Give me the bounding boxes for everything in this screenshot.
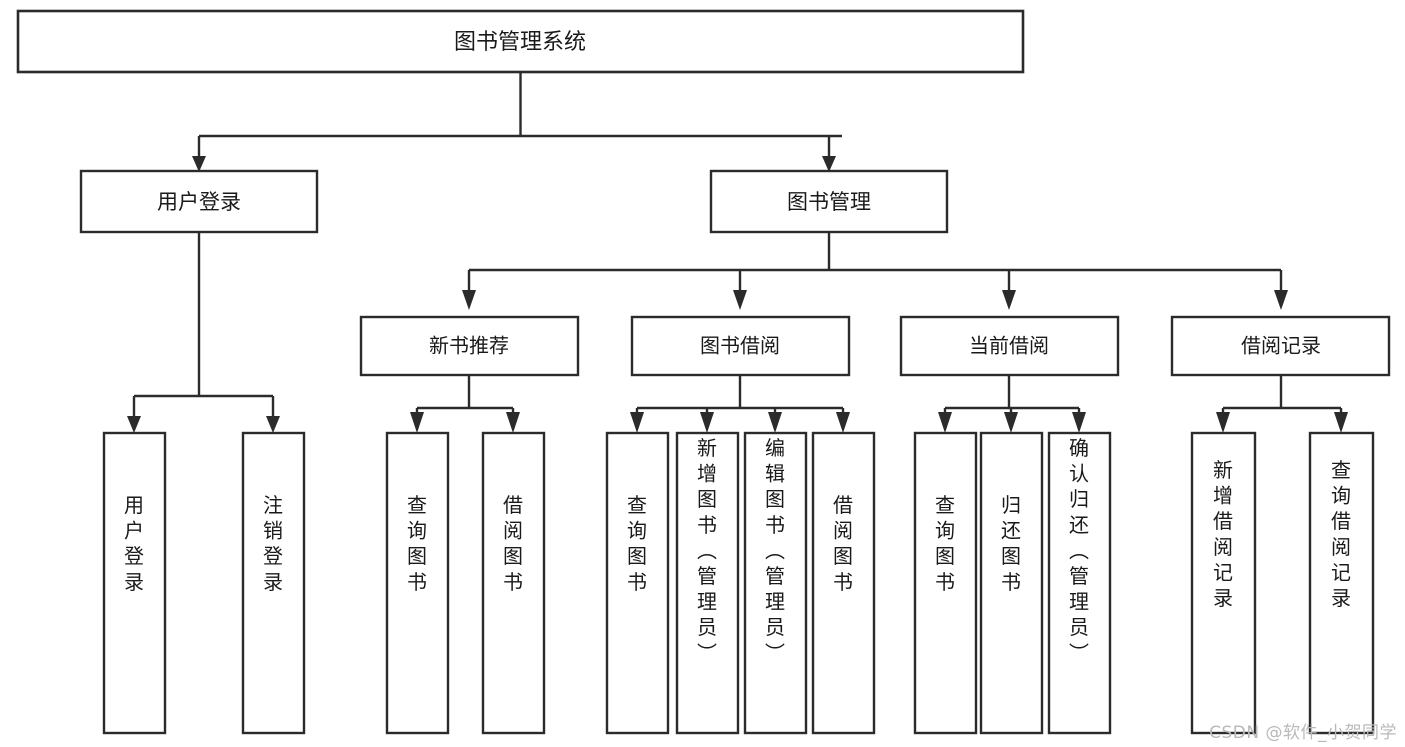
node-borrow-record-label: 借阅记录 <box>1241 334 1321 358</box>
leaf-borrow-book-1[interactable]: 借阅图书 <box>481 431 546 735</box>
leaf-query-book-3[interactable]: 查询图书 <box>913 431 978 735</box>
leaf-query-record-box[interactable] <box>1308 431 1375 735</box>
node-current-borrow[interactable]: 当前借阅 <box>899 315 1120 377</box>
node-user-login-label: 用户登录 <box>157 190 241 214</box>
leaf-add-record-label: 新增借阅记录 <box>1213 458 1233 610</box>
leaf-query-book-2-box[interactable] <box>605 431 670 735</box>
leaf-edit-book-label: 编辑图书︵管理员︶ <box>765 436 785 665</box>
node-root[interactable]: 图书管理系统 <box>16 9 1025 74</box>
node-book-management-box[interactable] <box>709 169 949 234</box>
edge-group-book-management <box>462 232 1288 310</box>
leaf-confirm-return-label: 确认归还︵管理员︶ <box>1069 436 1089 665</box>
node-new-book-recommend[interactable]: 新书推荐 <box>359 315 580 377</box>
leaf-query-record[interactable]: 查询借阅记录 <box>1308 431 1375 735</box>
edge-group-user-login <box>127 232 280 433</box>
leaf-add-book-box[interactable] <box>675 431 740 735</box>
node-borrow-record-box[interactable] <box>1170 315 1391 377</box>
leaf-confirm-return-box[interactable] <box>1047 431 1112 735</box>
leaf-return-book-label: 归还图书 <box>1001 493 1021 594</box>
node-new-book-recommend-label: 新书推荐 <box>429 334 509 358</box>
node-book-management-label: 图书管理 <box>787 190 871 214</box>
leaf-user-login-label: 用户登录 <box>124 493 144 594</box>
arrow-bb-c1 <box>630 412 644 433</box>
arrow-cb-c2 <box>1004 412 1018 433</box>
arrow-nbr-c2 <box>506 412 520 433</box>
leaf-add-book[interactable]: 新增图书︵管理员︶ <box>675 431 740 735</box>
leaf-edit-book[interactable]: 编辑图书︵管理员︶ <box>743 431 808 735</box>
arrow-user-login-c1 <box>127 416 141 433</box>
leaf-query-book-2-label: 查询图书 <box>627 493 647 594</box>
arrow-user-login-c2 <box>266 416 280 433</box>
leaf-query-book-2[interactable]: 查询图书 <box>605 431 670 735</box>
leaf-query-book-3-label: 查询图书 <box>935 493 955 594</box>
leaf-add-record[interactable]: 新增借阅记录 <box>1190 431 1257 735</box>
csdn-watermark: CSDN @软件_小贺同学 <box>1209 723 1397 743</box>
arrow-bm-c4 <box>1274 290 1288 310</box>
leaf-edit-book-box[interactable] <box>743 431 808 735</box>
leaf-logout-login[interactable]: 注销登录 <box>241 431 306 735</box>
leaf-add-record-box[interactable] <box>1190 431 1257 735</box>
node-book-borrow[interactable]: 图书借阅 <box>630 315 851 377</box>
node-current-borrow-label: 当前借阅 <box>969 334 1049 358</box>
leaf-borrow-book-1-box[interactable] <box>481 431 546 735</box>
leaf-logout-login-box[interactable] <box>241 431 306 735</box>
leaf-logout-login-label: 注销登录 <box>263 493 283 594</box>
leaf-borrow-book-2-box[interactable] <box>811 431 876 735</box>
edge-group-current-borrow <box>938 375 1086 433</box>
leaf-confirm-return[interactable]: 确认归还︵管理员︶ <box>1047 431 1112 735</box>
node-user-login[interactable]: 用户登录 <box>79 169 319 234</box>
leaf-query-book-1-box[interactable] <box>385 431 450 735</box>
node-current-borrow-box[interactable] <box>899 315 1120 377</box>
edge-group-root <box>192 72 842 172</box>
node-book-management[interactable]: 图书管理 <box>709 169 949 234</box>
leaf-query-book-1[interactable]: 查询图书 <box>385 431 450 735</box>
arrow-bm-c1 <box>462 290 476 310</box>
leaf-return-book-box[interactable] <box>979 431 1044 735</box>
leaf-return-book[interactable]: 归还图书 <box>979 431 1044 735</box>
leaf-borrow-book-2[interactable]: 借阅图书 <box>811 431 876 735</box>
arrow-br-c2 <box>1334 412 1348 433</box>
node-user-login-box[interactable] <box>79 169 319 234</box>
arrow-cb-c1 <box>938 412 952 433</box>
node-borrow-record[interactable]: 借阅记录 <box>1170 315 1391 377</box>
leaf-query-record-label: 查询借阅记录 <box>1331 458 1351 610</box>
arrow-root-to-book-management <box>822 156 836 172</box>
node-new-book-recommend-box[interactable] <box>359 315 580 377</box>
arrow-bb-c4 <box>836 412 850 433</box>
edge-group-book-borrow <box>630 375 850 433</box>
leaf-borrow-book-2-label: 借阅图书 <box>833 493 853 594</box>
arrow-bb-c3 <box>768 412 782 433</box>
leaf-user-login[interactable]: 用户登录 <box>102 431 167 735</box>
arrow-nbr-c1 <box>410 412 424 433</box>
arrow-bb-c2 <box>700 412 714 433</box>
leaf-query-book-3-box[interactable] <box>913 431 978 735</box>
arrow-root-to-user-login <box>192 156 206 172</box>
node-root-box[interactable] <box>16 9 1025 74</box>
leaf-user-login-box[interactable] <box>102 431 167 735</box>
edge-group-borrow-record <box>1216 375 1348 433</box>
node-book-borrow-label: 图书借阅 <box>700 334 780 358</box>
arrow-cb-c3 <box>1072 412 1086 433</box>
arrow-bm-c3 <box>1002 290 1016 310</box>
leaf-borrow-book-1-label: 借阅图书 <box>503 493 523 594</box>
arrow-br-c1 <box>1216 412 1230 433</box>
leaf-add-book-label: 新增图书︵管理员︶ <box>697 436 717 665</box>
arrow-bm-c2 <box>733 290 747 310</box>
leaf-query-book-1-label: 查询图书 <box>407 493 427 594</box>
edge-group-new-book-recommend <box>410 375 520 433</box>
node-root-label: 图书管理系统 <box>454 30 586 55</box>
node-book-borrow-box[interactable] <box>630 315 851 377</box>
